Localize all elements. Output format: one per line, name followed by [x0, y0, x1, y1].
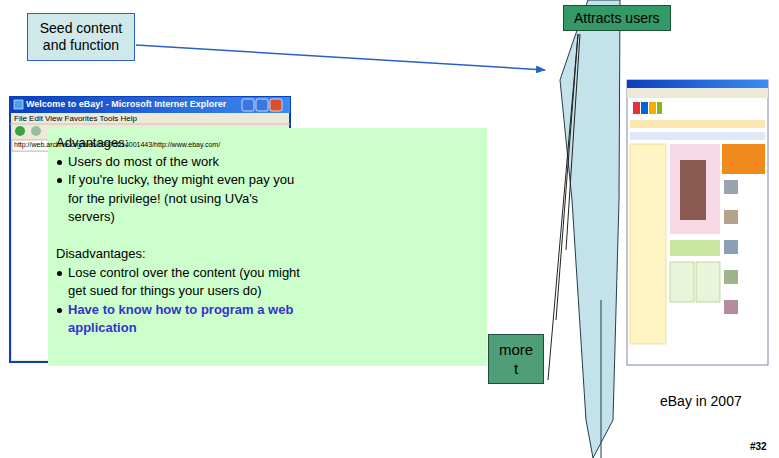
- address-text: http://web.archive.org/web/1997061400144…: [14, 141, 220, 148]
- back-button: [15, 126, 25, 136]
- window-button: [270, 99, 282, 111]
- promo-strip: [670, 240, 720, 256]
- menu-bar: File Edit View Favorites Tools Help: [14, 114, 137, 123]
- box-text: Attracts users: [574, 10, 660, 26]
- window-button: [256, 99, 268, 111]
- bullet-row: Have to know how to program a web applic…: [56, 301, 302, 338]
- window-button: [242, 99, 254, 111]
- list-heading-row: Disadvantages:: [56, 245, 479, 264]
- thumb: [724, 300, 738, 314]
- title-bar: [10, 97, 290, 113]
- callout-box: Seed content and function: [27, 13, 135, 61]
- leader-arrow: [136, 45, 545, 70]
- box-text: more t: [499, 340, 533, 378]
- slide-number: #32: [750, 441, 767, 452]
- bullet: [57, 308, 62, 313]
- browser-icon: [14, 100, 23, 109]
- search-bar: [630, 120, 765, 128]
- thumb: [724, 210, 738, 224]
- logo-letter: [641, 102, 648, 114]
- browser-window: [627, 80, 768, 365]
- caption: eBay in 2007: [660, 393, 742, 409]
- cycle-line: [566, 34, 580, 250]
- bullet-row: Lose control over the content (you might…: [56, 264, 302, 301]
- category-sidebar: [630, 144, 666, 344]
- bullet-row: If you're lucky, they might even pay you…: [56, 171, 302, 227]
- bullet: [57, 160, 62, 165]
- list-heading: Disadvantages:: [56, 246, 146, 261]
- thumb: [724, 270, 738, 284]
- window-title: Welcome to eBay! - Microsoft Internet Ex…: [26, 99, 226, 109]
- logo-letter: [657, 102, 662, 114]
- cycle-line: [548, 34, 578, 380]
- bullet-text: Have to know how to program a web applic…: [68, 302, 293, 336]
- promo-tile: [696, 262, 720, 302]
- bullet-text: Lose control over the content (you might…: [68, 265, 300, 299]
- bullet-text: Users do most of the work: [68, 154, 219, 169]
- thumb: [724, 180, 738, 194]
- promo-picture: [680, 160, 706, 220]
- page-area: [12, 152, 48, 360]
- bullet-row: Users do most of the work: [56, 153, 302, 172]
- nav-bar: [630, 132, 765, 140]
- logo-letter: [649, 102, 656, 114]
- title-bar: [627, 80, 768, 88]
- bullet: [57, 178, 62, 183]
- forward-button: [31, 126, 41, 136]
- bullet-text: If you're lucky, they might even pay you…: [68, 172, 294, 224]
- toolbar-rule: [10, 124, 290, 125]
- step-box: more t: [488, 334, 544, 384]
- toolbar: [627, 88, 768, 98]
- promo-banner: [670, 144, 720, 234]
- register-box: [722, 144, 765, 174]
- thumb: [724, 240, 738, 254]
- promo-tile: [670, 262, 694, 302]
- step-box: Attracts users: [563, 5, 671, 31]
- cycle-band: [560, 0, 620, 458]
- cycle-line: [601, 300, 602, 458]
- note-panel: Advantages:Users do most of the workIf y…: [48, 128, 487, 366]
- logo-letter: [633, 102, 640, 114]
- box-text: Seed content and function: [32, 20, 130, 54]
- bullet: [57, 271, 62, 276]
- cycle-line: [556, 34, 578, 320]
